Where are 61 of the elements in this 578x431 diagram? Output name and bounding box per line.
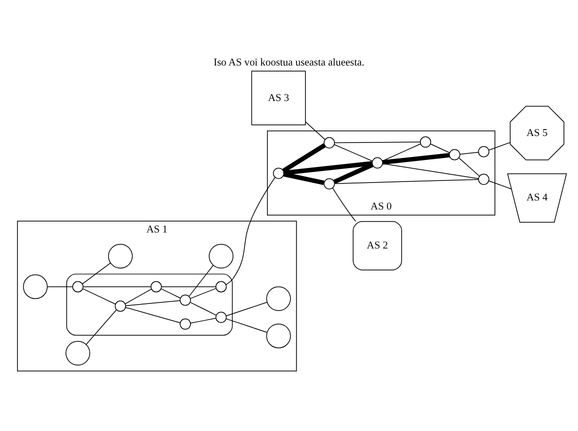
connector bbox=[188, 265, 214, 297]
node-circle bbox=[114, 300, 126, 312]
connector bbox=[305, 122, 326, 140]
node-circle bbox=[478, 174, 490, 185]
connector bbox=[334, 179, 479, 184]
connector bbox=[488, 142, 511, 150]
node-circle bbox=[208, 244, 234, 268]
node-circle bbox=[266, 286, 291, 311]
node-circle bbox=[216, 312, 227, 323]
node-circle bbox=[449, 149, 460, 160]
cluster: AS 1 bbox=[17, 220, 297, 372]
connector bbox=[86, 309, 117, 345]
connector bbox=[46, 286, 73, 288]
connector bbox=[334, 142, 421, 144]
connector bbox=[190, 288, 216, 299]
connector bbox=[226, 302, 268, 316]
connector bbox=[332, 188, 356, 222]
connector bbox=[458, 158, 480, 176]
node-circle bbox=[180, 294, 191, 306]
node-circle bbox=[180, 318, 191, 330]
connector bbox=[124, 288, 152, 304]
connector bbox=[190, 318, 216, 324]
connector bbox=[382, 144, 421, 162]
node-box: AS 2 bbox=[352, 221, 402, 270]
node-circle bbox=[372, 157, 383, 168]
node-circle bbox=[266, 324, 291, 348]
node-circle bbox=[272, 168, 284, 179]
connector bbox=[226, 177, 276, 285]
connector bbox=[160, 288, 181, 299]
connector bbox=[125, 300, 180, 306]
diagram-title: Iso AS voi koostua useasta alueesta. bbox=[214, 57, 364, 68]
connector bbox=[82, 286, 152, 288]
node-circle bbox=[66, 340, 90, 366]
node-circle bbox=[108, 244, 133, 268]
connector bbox=[226, 318, 268, 333]
node-circle bbox=[324, 178, 335, 190]
node-circle bbox=[72, 281, 84, 292]
connector bbox=[460, 152, 479, 155]
node-circle bbox=[420, 136, 432, 148]
node-circle bbox=[324, 137, 335, 148]
node-circle bbox=[150, 281, 162, 292]
connector bbox=[284, 161, 372, 176]
node-circle bbox=[216, 281, 227, 292]
connector bbox=[382, 163, 479, 179]
node-box: AS 3 bbox=[251, 70, 306, 126]
connector bbox=[190, 302, 216, 316]
connector bbox=[82, 288, 116, 305]
connector bbox=[125, 307, 180, 324]
connector bbox=[283, 172, 324, 185]
connector bbox=[488, 180, 512, 190]
node-circle bbox=[23, 274, 48, 300]
node-circle bbox=[478, 146, 490, 158]
connector bbox=[382, 152, 450, 165]
cluster: AS 0 bbox=[267, 130, 496, 216]
cluster bbox=[66, 274, 233, 336]
connector bbox=[161, 286, 216, 288]
connector bbox=[334, 144, 373, 162]
connector bbox=[333, 162, 374, 184]
connector bbox=[282, 143, 326, 173]
connector bbox=[82, 262, 111, 284]
connector bbox=[430, 144, 450, 154]
